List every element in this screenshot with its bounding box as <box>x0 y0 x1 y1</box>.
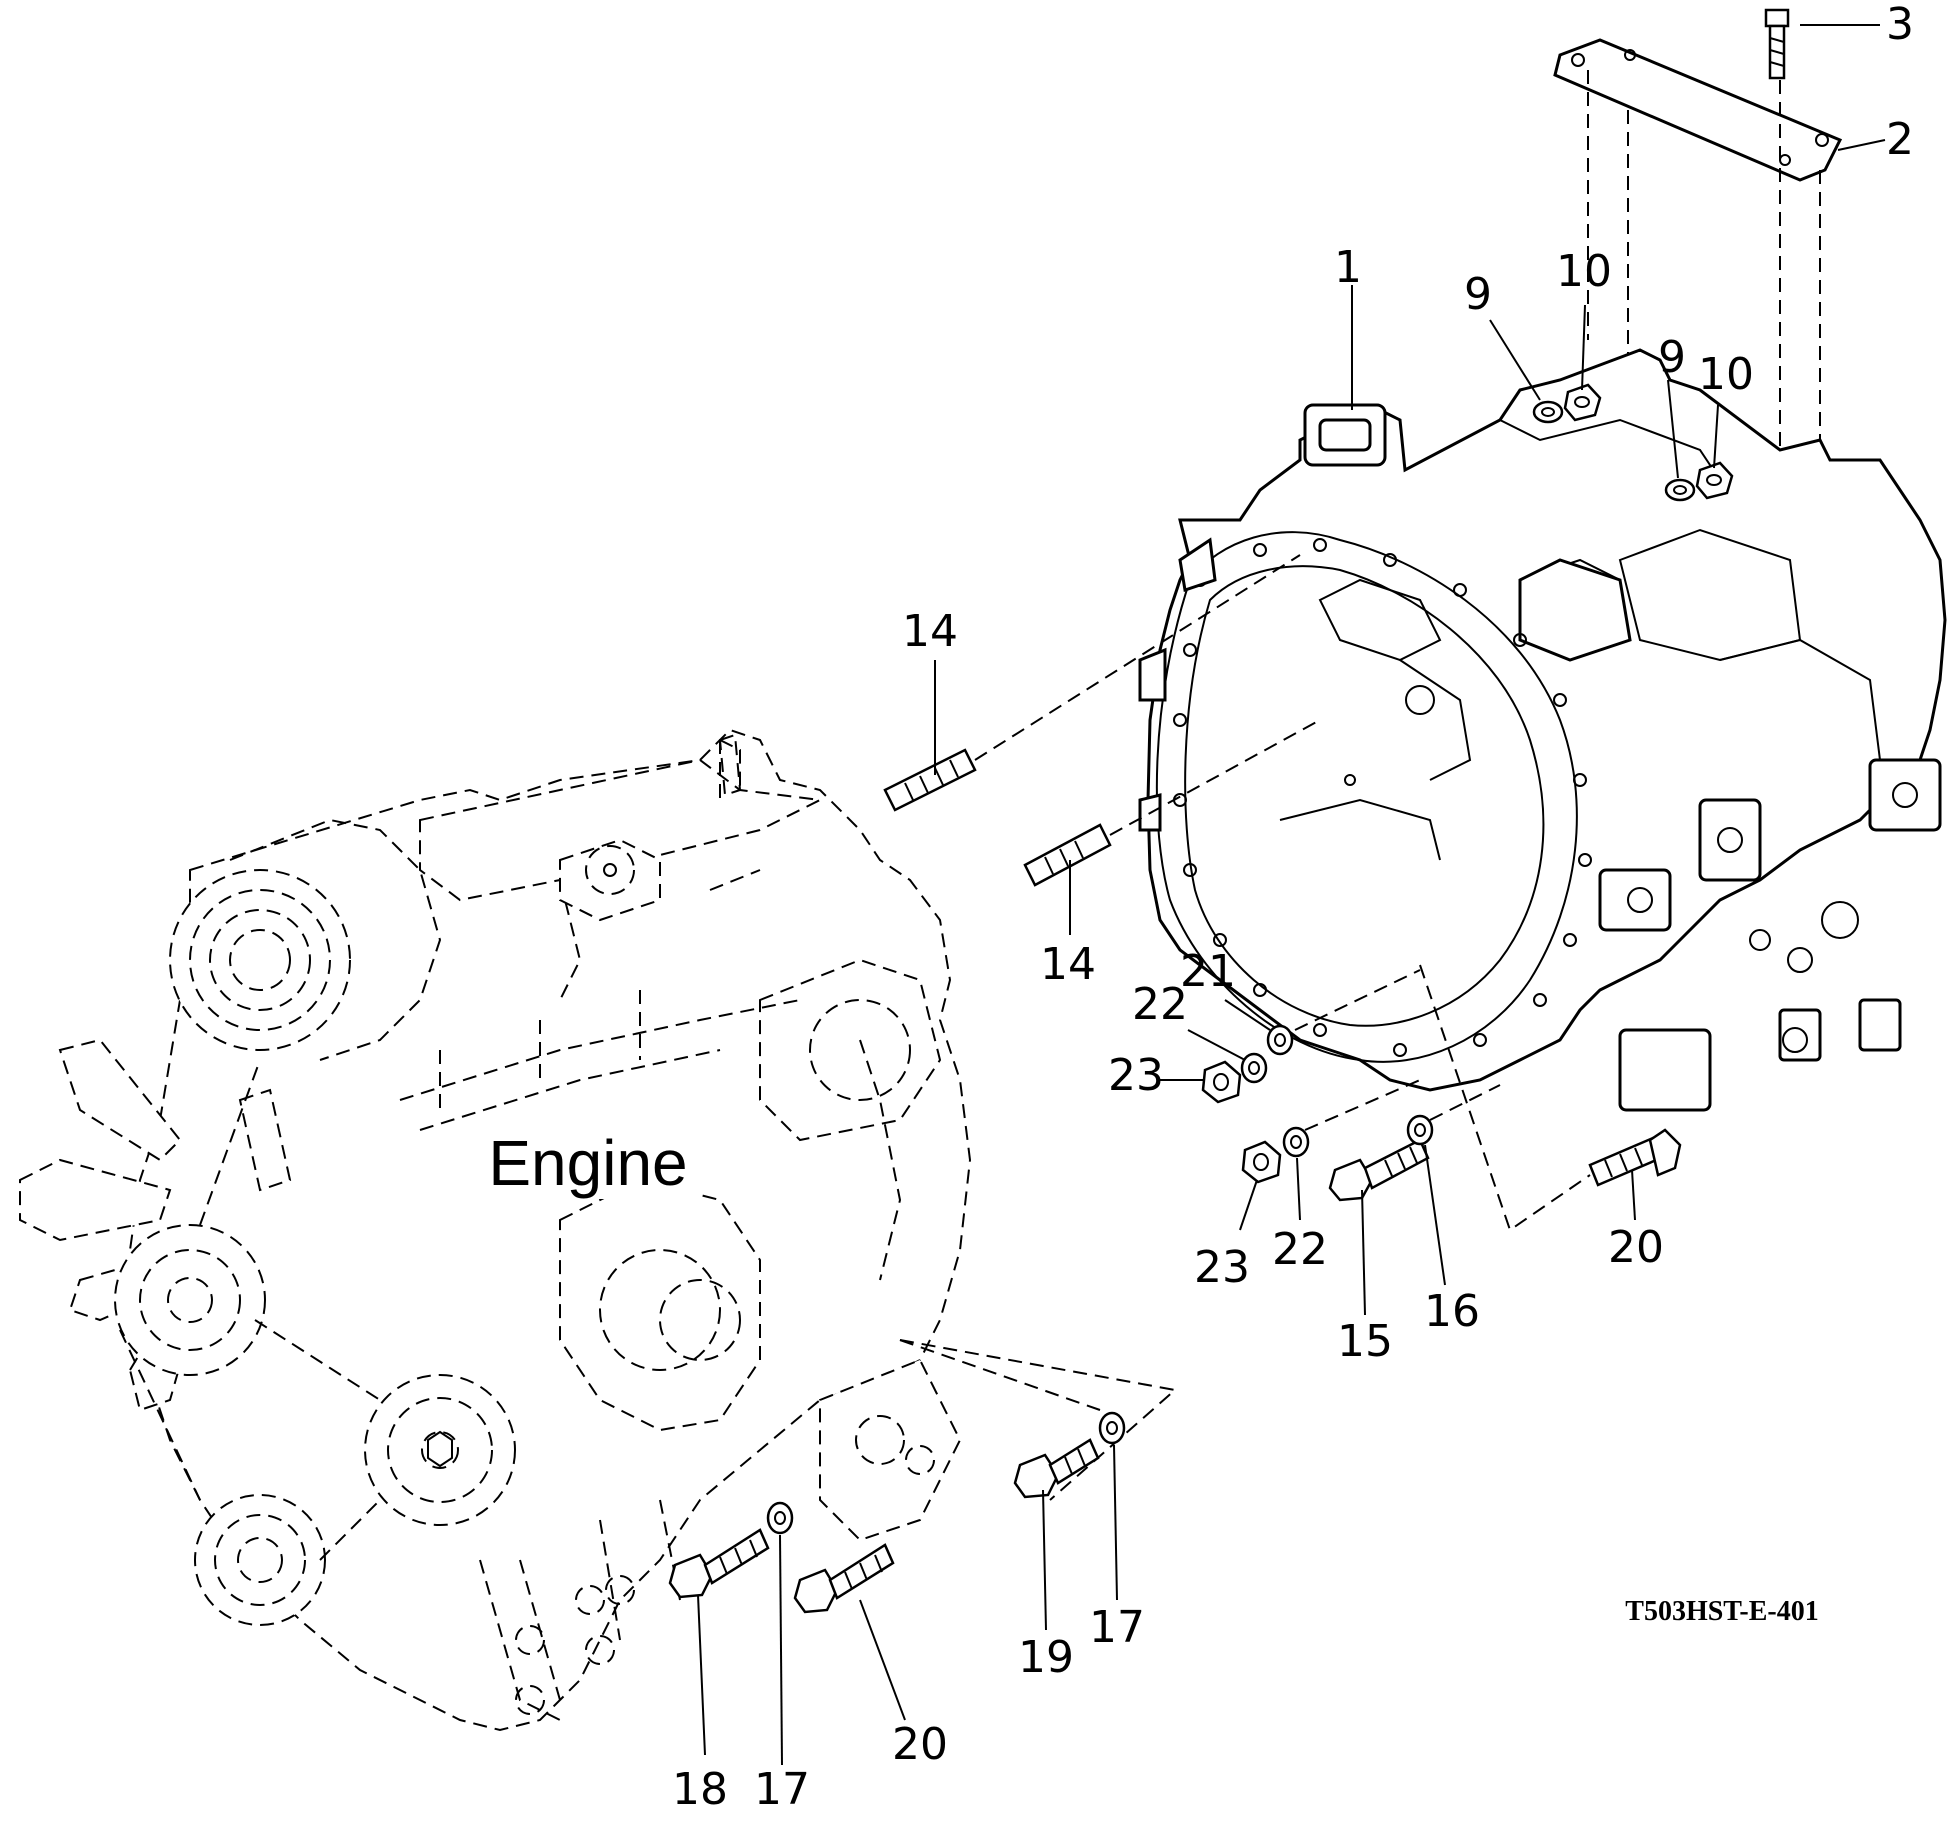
washer-9a <box>1532 400 1564 424</box>
cover-plate <box>1553 38 1843 182</box>
callout-20a: 20 <box>1608 1222 1664 1273</box>
flywheel-housing <box>1138 348 1947 1112</box>
engine-outline <box>19 728 972 1732</box>
bolt-20b <box>793 1543 895 1614</box>
nut-10b <box>1695 461 1734 500</box>
leader-lines <box>697 24 1886 1766</box>
nut-23b <box>1241 1140 1282 1184</box>
callout-9b: 9 <box>1658 332 1686 383</box>
flange-holes <box>1173 538 1592 1057</box>
engine-label: Engine <box>474 1127 702 1199</box>
callout-22a: 22 <box>1132 979 1188 1030</box>
washer-16 <box>1406 1114 1434 1146</box>
bolt-15 <box>1328 1138 1430 1202</box>
nut-10a <box>1563 383 1602 422</box>
callout-23a: 23 <box>1108 1050 1164 1101</box>
stud-14-upper <box>883 748 977 812</box>
callout-3: 3 <box>1886 0 1914 50</box>
bolt-18 <box>668 1528 770 1599</box>
callout-17a: 17 <box>754 1764 810 1815</box>
washer-22b <box>1282 1126 1310 1158</box>
callout-9a: 9 <box>1464 269 1492 320</box>
bolt-3 <box>1764 8 1790 80</box>
callout-19: 19 <box>1018 1632 1074 1683</box>
callout-16: 16 <box>1424 1286 1480 1337</box>
stud-14-lower <box>1023 823 1112 887</box>
callout-23b: 23 <box>1194 1242 1250 1293</box>
figure-code: T503HST-E-401 <box>1625 1596 1819 1627</box>
callout-14b: 14 <box>1040 939 1096 990</box>
callout-17b: 17 <box>1089 1602 1145 1653</box>
callout-21: 21 <box>1180 946 1236 997</box>
callout-10b: 10 <box>1698 349 1754 400</box>
washer-9b <box>1664 478 1696 502</box>
callout-18: 18 <box>672 1764 728 1815</box>
callout-14a: 14 <box>902 606 958 657</box>
callout-10a: 10 <box>1556 246 1612 297</box>
callout-20b: 20 <box>892 1719 948 1770</box>
bolt-19 <box>1013 1438 1100 1499</box>
lockwasher-22a <box>1240 1052 1268 1084</box>
washer-21 <box>1266 1024 1294 1056</box>
washer-17a <box>766 1501 794 1535</box>
callout-15: 15 <box>1337 1316 1393 1367</box>
washer-17b <box>1098 1411 1126 1445</box>
callout-2: 2 <box>1886 114 1914 165</box>
callout-1: 1 <box>1334 242 1362 293</box>
nut-23a <box>1201 1060 1242 1104</box>
bolt-20a <box>1588 1128 1682 1187</box>
callout-22b: 22 <box>1272 1224 1328 1275</box>
